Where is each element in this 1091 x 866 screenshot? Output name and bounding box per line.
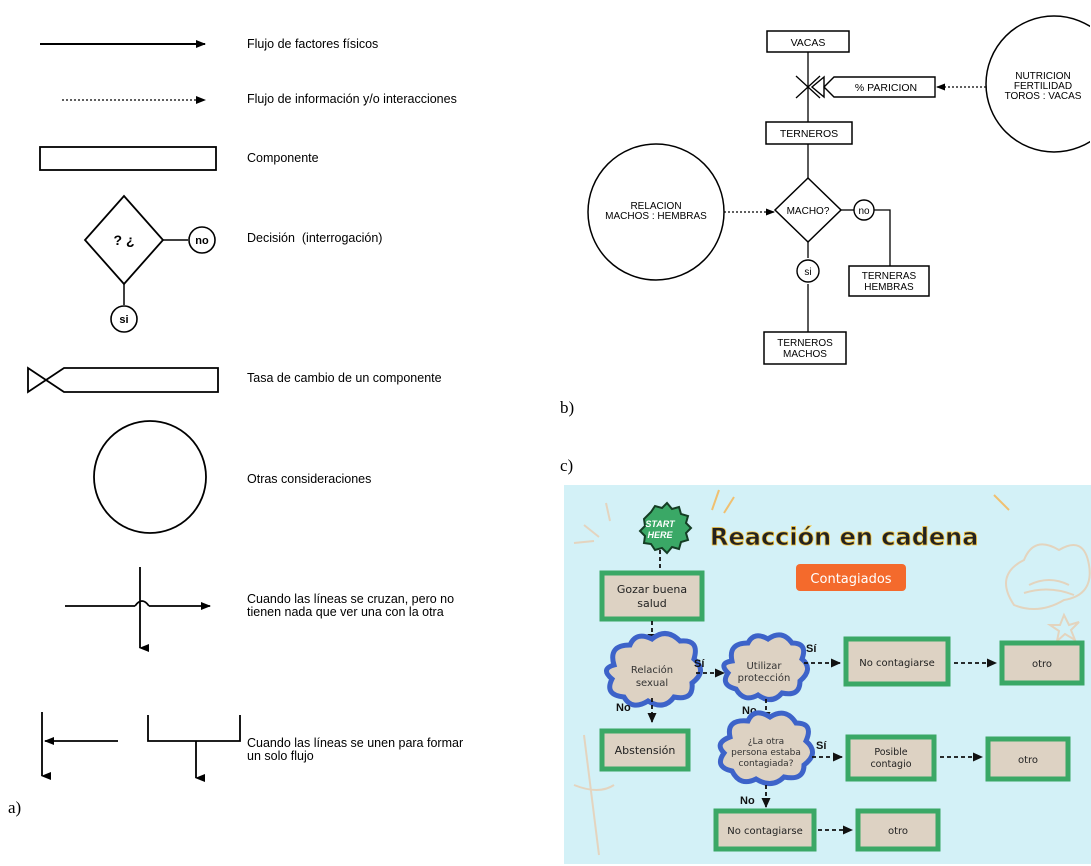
decision-si-label: si <box>119 314 128 326</box>
relacion-c-line-1: Relación <box>631 664 673 676</box>
subtitle-badge <box>796 564 906 591</box>
box-vacas <box>766 30 850 53</box>
legend-physical-flow: Flujo de factores físicos <box>247 37 379 51</box>
otra-line-2: persona estaba <box>731 748 801 758</box>
cloud-otra-persona <box>717 710 815 786</box>
utilizar-line-2: protección <box>738 672 791 684</box>
other-considerations-circle <box>93 420 207 534</box>
otro-2-label: otro <box>1018 755 1038 766</box>
box-terneros <box>765 121 853 145</box>
panel-label-b: b) <box>560 398 575 417</box>
box-gozar-salud <box>599 570 705 622</box>
otro-3-label: otro <box>888 826 908 837</box>
legend-joining: Cuando las líneas se unen para formar un… <box>247 737 463 763</box>
nutricion-line-1: NUTRICION <box>1015 71 1071 82</box>
box-terneros-machos <box>763 331 847 365</box>
otra-line-3: contagiada? <box>739 759 794 769</box>
terneros-machos-line-2: MACHOS <box>783 349 827 360</box>
legend-component: Componente <box>247 151 319 165</box>
box-no-contagiarse-2 <box>713 808 817 852</box>
nutricion-line-3: TOROS : VACAS <box>1005 91 1082 102</box>
legend-crossing: Cuando las líneas se cruzan, pero no tie… <box>247 593 454 619</box>
relacion-c-line-2: sexual <box>636 678 668 689</box>
abstension-label: Abstensión <box>615 744 676 757</box>
legend-decision: Decisión (interrogación) <box>247 231 383 245</box>
no-label-3: No <box>740 795 755 807</box>
no-contagiarse-2-label: No contagiarse <box>727 826 803 837</box>
start-line-1: START <box>645 519 676 529</box>
cloud-relacion-sexual <box>604 631 703 708</box>
sparkle-strokes <box>711 489 1010 514</box>
no-label-1: No <box>616 702 631 714</box>
joining-lines-symbol <box>41 712 241 782</box>
crossing-lines-symbol <box>65 567 211 652</box>
terneras-line-2: HEMBRAS <box>864 282 914 293</box>
decision-no-label: no <box>195 235 209 247</box>
paricion-label: % PARICION <box>855 82 917 94</box>
si-label-3: Sí <box>816 740 827 752</box>
box-otro-2 <box>985 736 1071 782</box>
posible-line-2: contagio <box>870 759 911 770</box>
si-label-2: Sí <box>806 643 817 655</box>
gozar-line-2: salud <box>637 597 666 610</box>
no-contagiarse-1-label: No contagiarse <box>859 658 935 669</box>
box-otro-3 <box>855 808 941 852</box>
macho-label: MACHO? <box>787 206 830 217</box>
terneras-line-1: TERNERAS <box>862 271 917 282</box>
legend-joining-line-2: un solo flujo <box>247 749 314 763</box>
si-label-1: Sí <box>694 658 705 670</box>
vacas-label: VACAS <box>791 37 826 49</box>
box-abstension <box>599 728 691 772</box>
box-posible-contagio <box>845 734 937 782</box>
component-symbol <box>39 146 217 171</box>
legend-crossing-line-2: tienen nada que ver una con la otra <box>247 605 444 619</box>
nutricion-line-2: FERTILIDAD <box>1014 81 1072 92</box>
decision-question-mark: ? ¿ <box>114 232 135 248</box>
cloud-utilizar-proteccion <box>721 632 810 702</box>
posible-line-1: Posible <box>874 747 907 758</box>
box-terneras-hembras <box>848 265 930 297</box>
otro-1-label: otro <box>1032 659 1052 670</box>
decision-symbol <box>83 194 216 333</box>
panel-label-c: c) <box>560 456 574 475</box>
box-no-contagiarse-1 <box>843 636 951 687</box>
macho-si-label: si <box>804 267 811 278</box>
legend-rate: Tasa de cambio de un componente <box>247 371 442 385</box>
terneros-label: TERNEROS <box>780 128 838 140</box>
legend-other: Otras consideraciones <box>247 472 372 486</box>
otra-line-1: ¿La otra <box>748 737 784 747</box>
macho-no-label: no <box>858 206 870 217</box>
gozar-line-1: Gozar buena <box>617 583 687 596</box>
start-line-2: HERE <box>647 530 673 540</box>
terneros-machos-line-1: TERNEROS <box>777 338 833 349</box>
legend-symbols: ? ¿ no si <box>27 40 241 782</box>
decision-macho <box>773 176 843 244</box>
diagram-c: START HERE Reacción en cadena Contagiado… <box>564 485 1091 864</box>
circle-nutricion <box>985 15 1090 153</box>
rate-symbol <box>27 366 219 394</box>
legend-crossing-line-1: Cuando las líneas se cruzan, pero no <box>247 592 455 606</box>
legend-joining-line-1: Cuando las líneas se unen para formar <box>247 736 464 750</box>
rate-paricion <box>810 75 936 99</box>
start-here-badge: START HERE <box>638 501 693 555</box>
subtitle-label: Contagiados <box>810 572 891 587</box>
box-otro-1 <box>999 640 1085 686</box>
legend-info-flow: Flujo de información y/o interacciones <box>247 92 457 106</box>
utilizar-line-1: Utilizar <box>746 661 782 672</box>
relacion-line-2: MACHOS : HEMBRAS <box>605 211 707 222</box>
decorative-doodles <box>573 502 1091 856</box>
infographic-title: Reacción en cadena <box>710 523 978 551</box>
relacion-line-1: RELACION <box>630 201 681 212</box>
diagram-b: VACAS % PARICION NUTRICION FERTILIDAD TO… <box>587 15 1090 365</box>
panel-label-a: a) <box>8 798 22 817</box>
